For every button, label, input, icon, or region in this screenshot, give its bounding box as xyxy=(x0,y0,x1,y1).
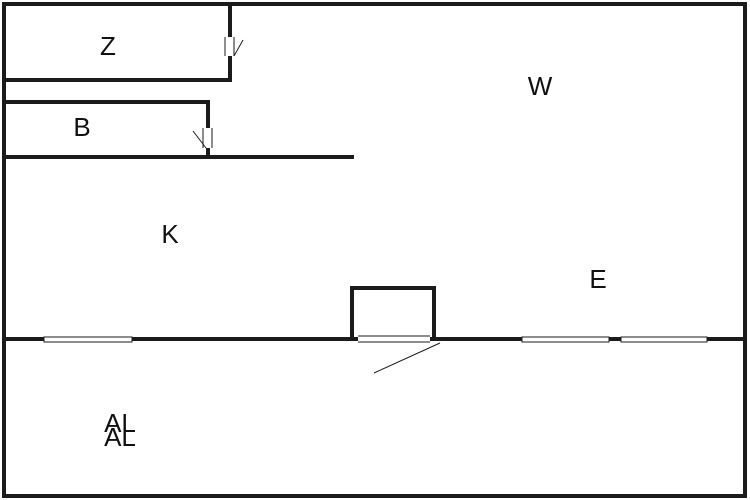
door-swing-room-z xyxy=(233,39,244,57)
door-jamb-room-z xyxy=(224,37,235,56)
entrance-door-swing xyxy=(373,342,441,374)
room-label-w: W xyxy=(528,71,553,101)
room-label-al-upper: AL xyxy=(104,408,136,438)
entrance-door-threshold xyxy=(358,335,430,343)
room-label-e: E xyxy=(589,264,606,294)
room-label-b: B xyxy=(73,112,90,142)
room-label-k: K xyxy=(161,219,179,249)
window-center-right xyxy=(521,336,610,343)
door-swing-room-b xyxy=(192,130,207,149)
room-label-z: Z xyxy=(100,31,116,61)
door-gap-room-z xyxy=(225,37,234,56)
room-label-al-lower: AL xyxy=(104,422,136,452)
window-right xyxy=(620,336,708,343)
entrance-niche xyxy=(350,286,436,341)
window-left xyxy=(43,336,133,343)
entrance-door-gap xyxy=(358,336,430,343)
wall-room-z xyxy=(6,4,232,82)
wall-room-b xyxy=(6,100,210,158)
door-gap-room-b xyxy=(203,128,212,148)
